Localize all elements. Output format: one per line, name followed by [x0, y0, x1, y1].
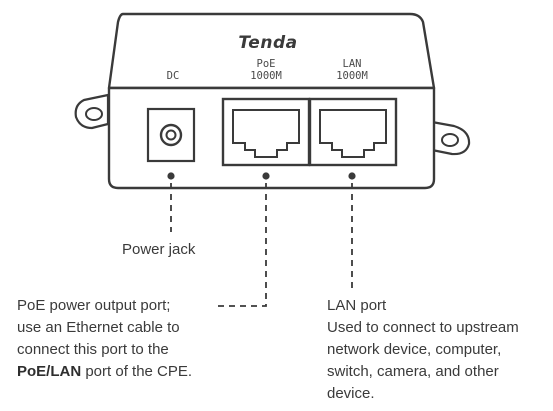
dc-power-jack — [146, 107, 196, 163]
poe-callout-line4-rest: port of the CPE. — [81, 363, 193, 380]
lan-rj45-port — [308, 97, 398, 167]
lan-port-speed: 1000M — [336, 70, 368, 82]
lan-callout-dot — [348, 172, 356, 180]
lan-callout-title: LAN port — [327, 297, 387, 314]
poe-callout-dot — [262, 172, 270, 180]
poe-callout-line4: PoE/LAN port of the CPE. — [17, 361, 192, 383]
lan-callout-line2: network device, computer, — [327, 341, 502, 358]
poe-port-speed: 1000M — [250, 70, 282, 82]
poe-port-label: PoE — [257, 58, 276, 70]
poe-callout-line3: connect this port to the — [17, 341, 169, 358]
poe-rj45-port — [221, 97, 311, 167]
left-mounting-ear — [74, 93, 110, 130]
lan-port-label: LAN — [343, 58, 362, 70]
poe-callout-line1: PoE power output port; — [17, 297, 171, 314]
power-jack-label: Power jack — [122, 241, 196, 258]
poe-leader-line — [216, 183, 267, 307]
poe-lan-emphasis: PoE/LAN — [17, 363, 82, 380]
dc-callout-dot — [167, 172, 175, 180]
right-mounting-ear — [430, 120, 471, 156]
poe-callout-line2: use an Ethernet cable to — [17, 319, 180, 336]
brand-logo: Tenda — [238, 33, 297, 53]
lan-callout-line4: device. — [327, 385, 375, 402]
lan-callout-line1: Used to connect to upstream — [327, 319, 519, 336]
lan-callout-line3: switch, camera, and other — [327, 363, 499, 380]
dc-port-label: DC — [167, 70, 180, 82]
